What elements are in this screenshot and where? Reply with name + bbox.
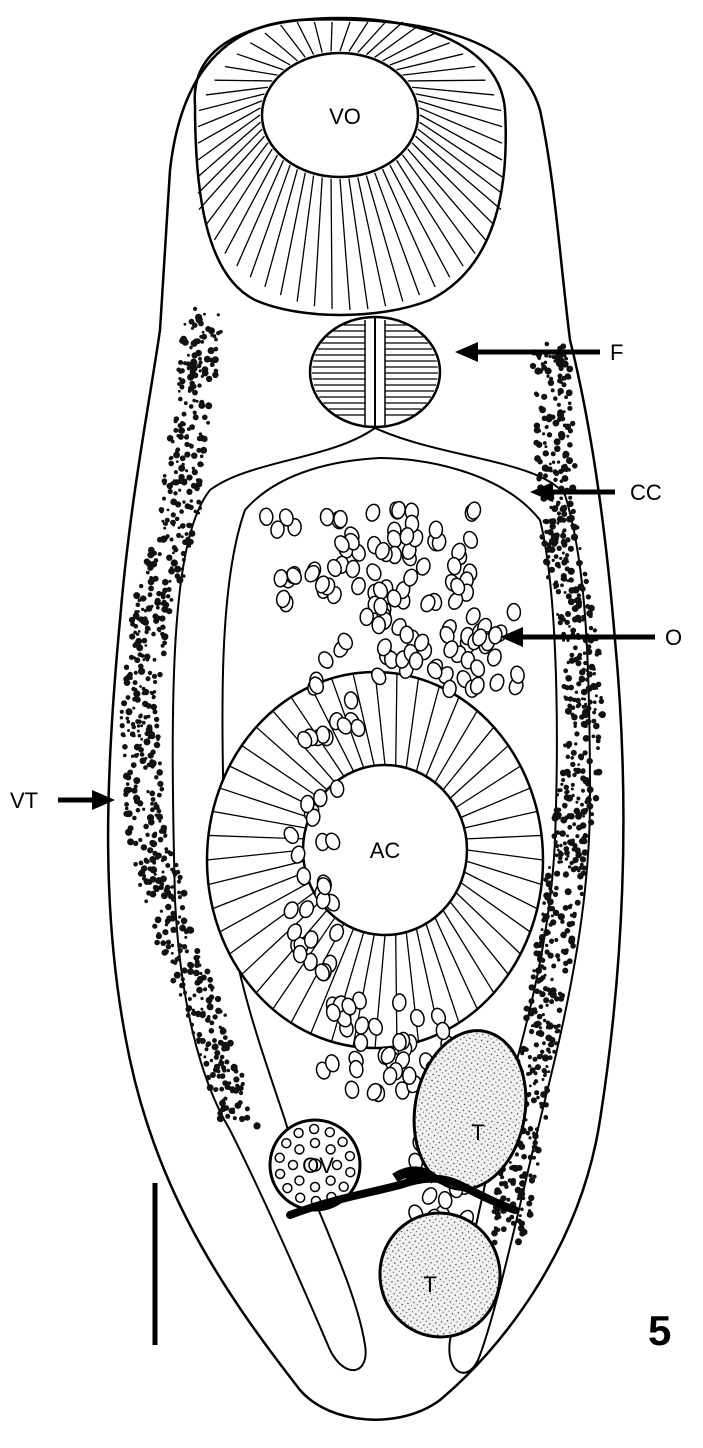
label-cc: CC xyxy=(630,480,662,505)
label-ov: OV xyxy=(302,1153,334,1178)
arrow-f xyxy=(455,342,600,362)
arrow-o xyxy=(500,627,655,647)
figure-number: 5 xyxy=(648,1307,671,1354)
label-t-posterior: T xyxy=(423,1272,436,1297)
label-vt: VT xyxy=(10,788,38,813)
label-f: F xyxy=(610,340,623,365)
oral-sucker xyxy=(195,18,506,315)
label-ac: AC xyxy=(370,838,401,863)
label-t-anterior: T xyxy=(471,1120,484,1145)
label-o: O xyxy=(665,625,682,650)
arrow-vt xyxy=(58,790,115,810)
label-vo: VO xyxy=(329,104,361,129)
pharynx xyxy=(310,317,440,428)
